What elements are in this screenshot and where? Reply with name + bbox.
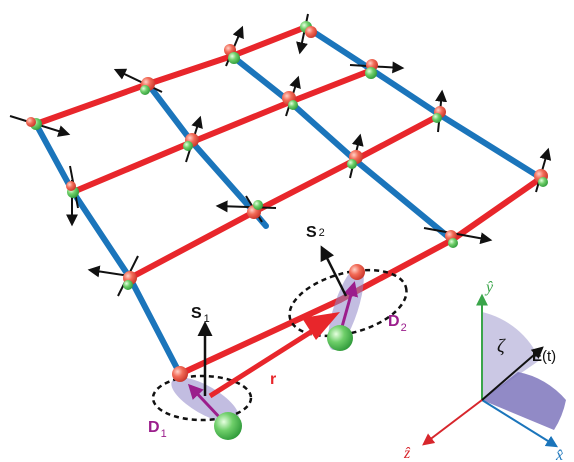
red-bond: [449, 175, 544, 243]
dashed-ring-2: [288, 268, 408, 338]
red-bond: [177, 297, 343, 377]
r-vector: [208, 312, 340, 399]
blue-bond: [303, 24, 375, 73]
blue-bond: [189, 139, 257, 215]
red-bond: [251, 157, 358, 215]
red-bond: [127, 209, 257, 281]
efield-arrow: [481, 346, 544, 401]
blue-bond: [70, 189, 133, 281]
blue-bond: [229, 53, 293, 105]
blue-bond: [352, 157, 455, 243]
blue-bond: [33, 121, 76, 195]
lattice-site: [224, 25, 244, 67]
lattice-site: [9, 115, 71, 137]
dashed-ring-1: [151, 374, 253, 422]
coordinate-frame: [422, 293, 566, 448]
zeta-label: ζ: [497, 336, 506, 357]
polarization-arrow-d1: [187, 383, 224, 422]
lattice-sites: [9, 13, 552, 297]
d1-label: D1: [148, 419, 167, 440]
site-pair-1: [151, 321, 253, 440]
blue-bond: [145, 81, 195, 145]
d2-label: D2: [388, 313, 407, 334]
lattice-site: [113, 68, 163, 95]
efield-wedge: [482, 372, 566, 430]
blue-bond: [369, 67, 443, 118]
red-atom-2: [349, 264, 365, 280]
red-atom-1: [172, 366, 188, 382]
r-arrowhead: [302, 312, 340, 340]
lattice-site: [349, 59, 405, 79]
lattice-site: [87, 255, 139, 297]
efield-label: E(t): [532, 348, 556, 365]
r-label: r: [270, 371, 276, 388]
blue-bond: [437, 112, 544, 181]
zeta-wedge: [482, 312, 540, 400]
red-bonds: [33, 24, 544, 377]
lattice-site: [534, 147, 552, 193]
y-axis-label: ŷ: [484, 279, 494, 296]
red-bond: [189, 99, 293, 145]
z-axis-label: ẑ: [403, 445, 411, 462]
lattice-site: [66, 165, 79, 227]
lattice-site: [423, 227, 493, 248]
x-axis-label: x̂: [555, 447, 563, 462]
site-pair-2: [288, 245, 408, 351]
spin-arrow-s2: [320, 245, 348, 297]
lattice-site: [296, 13, 317, 55]
lattice-site: [347, 133, 364, 179]
green-atom-1: [214, 412, 242, 440]
red-bond: [145, 53, 235, 87]
red-bond: [70, 139, 195, 195]
lattice-site: [183, 115, 203, 163]
lattice-site: [282, 75, 301, 117]
blue-bond: [287, 99, 358, 163]
green-atom-2: [327, 325, 353, 351]
red-bond: [287, 67, 375, 105]
red-bond: [33, 81, 151, 127]
z-axis-line: [422, 399, 483, 446]
red-bond: [229, 24, 309, 59]
red-bond: [352, 112, 443, 163]
x-axis-line: [481, 399, 559, 448]
lattice-site: [215, 195, 277, 223]
lattice-site: [432, 89, 448, 133]
blue-bond: [127, 275, 183, 377]
